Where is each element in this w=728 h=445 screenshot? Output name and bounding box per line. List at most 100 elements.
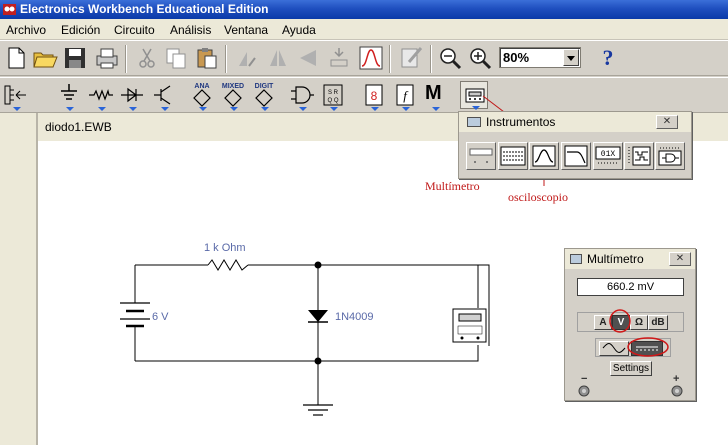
transistors-bin-button[interactable] xyxy=(150,81,178,111)
print-button[interactable] xyxy=(93,44,121,72)
chevron-down-icon xyxy=(299,107,307,111)
multimeter-window-icon xyxy=(570,254,582,264)
menu-ventana[interactable]: Ventana xyxy=(224,23,269,37)
ammeter-button[interactable]: A xyxy=(594,315,612,330)
subcircuit-button[interactable] xyxy=(325,44,353,72)
analog-ic-bin-button[interactable]: ANA xyxy=(188,81,216,111)
app-icon xyxy=(3,4,16,15)
instruments-bin-button[interactable] xyxy=(460,81,488,110)
multimeter-tool-button[interactable] xyxy=(466,142,496,170)
oscilloscope-annotation: osciloscopio xyxy=(508,190,568,204)
chevron-down-icon xyxy=(402,107,410,111)
ohmmeter-button[interactable]: Ω xyxy=(630,315,648,330)
mode-group xyxy=(577,312,684,332)
multimeter-tool-icon xyxy=(469,148,493,163)
chevron-down-icon xyxy=(371,107,379,111)
flip-vertical-button[interactable] xyxy=(294,44,322,72)
controls-bin-button[interactable]: f xyxy=(391,81,419,111)
ac-wave-icon xyxy=(602,343,626,353)
graph-button[interactable] xyxy=(357,44,385,72)
ac-button[interactable] xyxy=(599,341,629,356)
instruments-window-icon xyxy=(467,117,481,127)
chevron-down-icon xyxy=(261,107,269,111)
sources-bin-button[interactable] xyxy=(55,81,83,111)
dc-highlight xyxy=(627,337,669,357)
negative-terminal[interactable] xyxy=(577,384,591,398)
svg-text:01X: 01X xyxy=(601,150,616,159)
multimeter-title-bar: Multímetro ✕ xyxy=(565,249,695,269)
settings-button[interactable]: Settings xyxy=(610,361,652,376)
menu-edicion[interactable]: Edición xyxy=(61,23,101,37)
svg-text:f: f xyxy=(403,88,409,103)
open-icon xyxy=(33,52,58,68)
save-button[interactable] xyxy=(61,44,89,72)
instruments-panel: Instrumentos ✕ 01X xyxy=(458,111,692,179)
cut-button[interactable] xyxy=(133,44,161,72)
zoom-out-icon xyxy=(440,48,462,70)
logic-analyzer-tool-button[interactable] xyxy=(624,142,654,170)
logic-gate-icon xyxy=(291,86,314,104)
logic-analyzer-icon xyxy=(628,146,651,166)
menu-archivo[interactable]: Archivo xyxy=(6,23,47,37)
paste-button[interactable] xyxy=(193,44,221,72)
toolbar-separator xyxy=(430,45,432,73)
print-icon xyxy=(96,48,118,69)
decibel-button[interactable]: dB xyxy=(648,315,668,330)
oscilloscope-tool-button[interactable] xyxy=(529,142,559,170)
new-button[interactable] xyxy=(2,44,30,72)
digital-ic-bin-button[interactable]: DIGIT xyxy=(250,81,278,111)
digit-label: DIGIT xyxy=(254,83,274,90)
menu-circuito[interactable]: Circuito xyxy=(114,23,155,37)
copy-icon xyxy=(166,48,186,69)
ground-source-icon xyxy=(61,84,77,100)
help-button[interactable]: ? xyxy=(594,44,622,72)
toolbar-separator xyxy=(389,45,391,73)
indicators-bin-button[interactable]: 8 xyxy=(360,81,388,111)
chevron-down-icon xyxy=(161,107,169,111)
zoom-in-button[interactable] xyxy=(466,44,494,72)
ana-label: ANA xyxy=(194,83,210,90)
zoom-select[interactable]: 80% xyxy=(499,47,581,68)
miscellaneous-bin-button[interactable]: M xyxy=(421,81,449,111)
bode-plotter-icon xyxy=(564,145,588,167)
mixed-ic-bin-button[interactable]: MIXED xyxy=(219,81,247,111)
component-properties-button[interactable] xyxy=(397,44,425,72)
open-button[interactable] xyxy=(31,44,59,72)
basic-bin-button[interactable] xyxy=(87,81,115,111)
logic-converter-icon xyxy=(658,147,682,166)
positive-terminal[interactable] xyxy=(670,384,684,398)
coupling-group xyxy=(595,338,671,357)
digital-block-icon: S RQ Q xyxy=(323,84,343,106)
battery-label: 6 V xyxy=(152,311,169,323)
resistor-label: 1 k Ohm xyxy=(204,242,246,254)
function-generator-tool-button[interactable] xyxy=(498,142,528,170)
menu-ayuda[interactable]: Ayuda xyxy=(282,23,316,37)
menu-analisis[interactable]: Análisis xyxy=(170,23,212,37)
close-icon[interactable]: ✕ xyxy=(669,252,691,266)
logic-converter-tool-button[interactable] xyxy=(655,142,685,170)
favorites-bin-button[interactable] xyxy=(2,81,30,111)
bode-plotter-tool-button[interactable] xyxy=(561,142,591,170)
logic-gates-bin-button[interactable] xyxy=(288,81,316,111)
chevron-down-icon xyxy=(230,107,238,111)
digital-ic-icon xyxy=(255,89,273,107)
diodes-bin-button[interactable] xyxy=(118,81,146,111)
chevron-down-icon xyxy=(432,107,440,111)
copy-button[interactable] xyxy=(162,44,190,72)
mixed-ic-icon xyxy=(224,89,242,107)
flip-horizontal-button[interactable] xyxy=(264,44,292,72)
workspace-margin xyxy=(0,113,36,445)
instruments-title-bar: Instrumentos ✕ xyxy=(459,112,691,132)
zoom-out-button[interactable] xyxy=(436,44,464,72)
close-icon[interactable]: ✕ xyxy=(656,115,678,129)
resistor-icon xyxy=(89,88,113,101)
help-icon: ? xyxy=(602,45,614,70)
word-generator-tool-button[interactable]: 01X xyxy=(593,142,623,170)
transistor-icon xyxy=(154,85,171,105)
chevron-down-icon[interactable] xyxy=(563,49,579,66)
rotate-button[interactable] xyxy=(233,44,261,72)
diode-label: 1N4009 xyxy=(335,311,374,323)
plus-label: + xyxy=(673,373,680,385)
